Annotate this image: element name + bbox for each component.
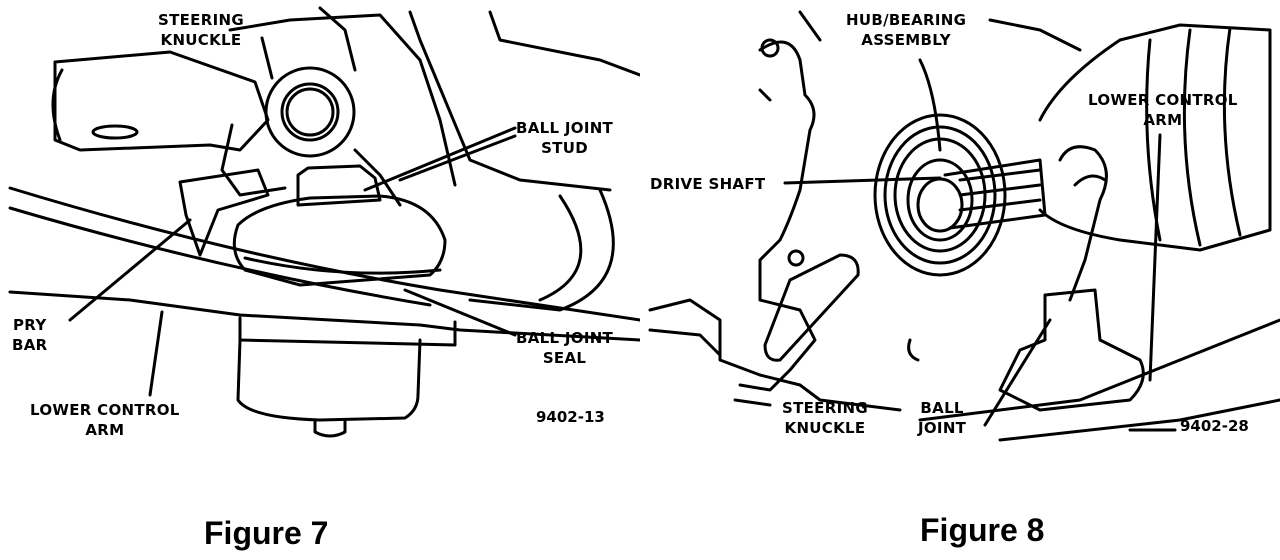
label-line: ASSEMBLY	[861, 31, 951, 49]
label-line: KNUCKLE	[160, 31, 242, 49]
label-line: LOWER CONTROL	[1088, 91, 1238, 109]
figure-8-code: 9402-28	[1180, 417, 1249, 435]
hub-ring-outer	[873, 113, 1007, 277]
label-line: PRY	[13, 316, 47, 334]
label-line: ARM	[85, 421, 125, 439]
figure-7-illustration	[8, 6, 640, 438]
label-line: JOINT	[918, 419, 967, 437]
label-line: BALL JOINT	[516, 119, 614, 137]
label-line: KNUCKLE	[784, 419, 866, 437]
label-lower-control-arm-8: LOWER CONTROL ARM	[1088, 90, 1238, 130]
knuckle-slot	[763, 253, 860, 362]
ball-joint-shape	[998, 288, 1145, 412]
label-lower-control-arm-7: LOWER CONTROL ARM	[30, 400, 180, 440]
figure-7-code: 9402-13	[536, 408, 605, 426]
label-line: HUB/BEARING	[846, 11, 967, 29]
knuckle-hole	[91, 124, 139, 140]
pry-bar	[178, 168, 270, 257]
label-line: STUD	[541, 139, 588, 157]
label-line: ARM	[1143, 111, 1183, 129]
label-ball-joint: BALL JOINT	[918, 398, 966, 438]
label-steering-knuckle-7: STEERING KNUCKLE	[158, 10, 244, 50]
knuckle-outline	[738, 40, 817, 392]
label-line: STEERING	[782, 399, 868, 417]
label-line: BALL	[920, 399, 964, 417]
drive-shaft-shape	[943, 158, 1047, 230]
label-ball-joint-seal: BALL JOINT SEAL	[516, 328, 613, 368]
label-ball-joint-stud: BALL JOINT STUD	[516, 118, 613, 158]
knuckle-boss	[264, 66, 356, 158]
label-line: SEAL	[542, 349, 587, 367]
label-line: BALL JOINT	[516, 329, 614, 347]
label-hub-bearing-assembly: HUB/BEARING ASSEMBLY	[846, 10, 966, 50]
lower-control-arm-shape	[8, 290, 640, 342]
label-steering-knuckle-8: STEERING KNUCKLE	[782, 398, 868, 438]
figure-7-caption: Figure 7	[204, 515, 329, 551]
label-pry-bar: PRY BAR	[12, 315, 48, 355]
ball-joint-stud-shape	[296, 164, 382, 207]
label-line: STEERING	[158, 11, 244, 29]
label-drive-shaft: DRIVE SHAFT	[650, 175, 766, 193]
ball-joint-seal-shape	[232, 194, 447, 287]
figure-8-caption: Figure 8	[920, 512, 1045, 548]
figure-8-illustration	[648, 10, 1280, 442]
label-line: BAR	[12, 336, 48, 354]
label-line: LOWER CONTROL	[30, 401, 180, 419]
cv-boot	[1038, 23, 1272, 252]
knuckle-arm	[53, 50, 270, 152]
